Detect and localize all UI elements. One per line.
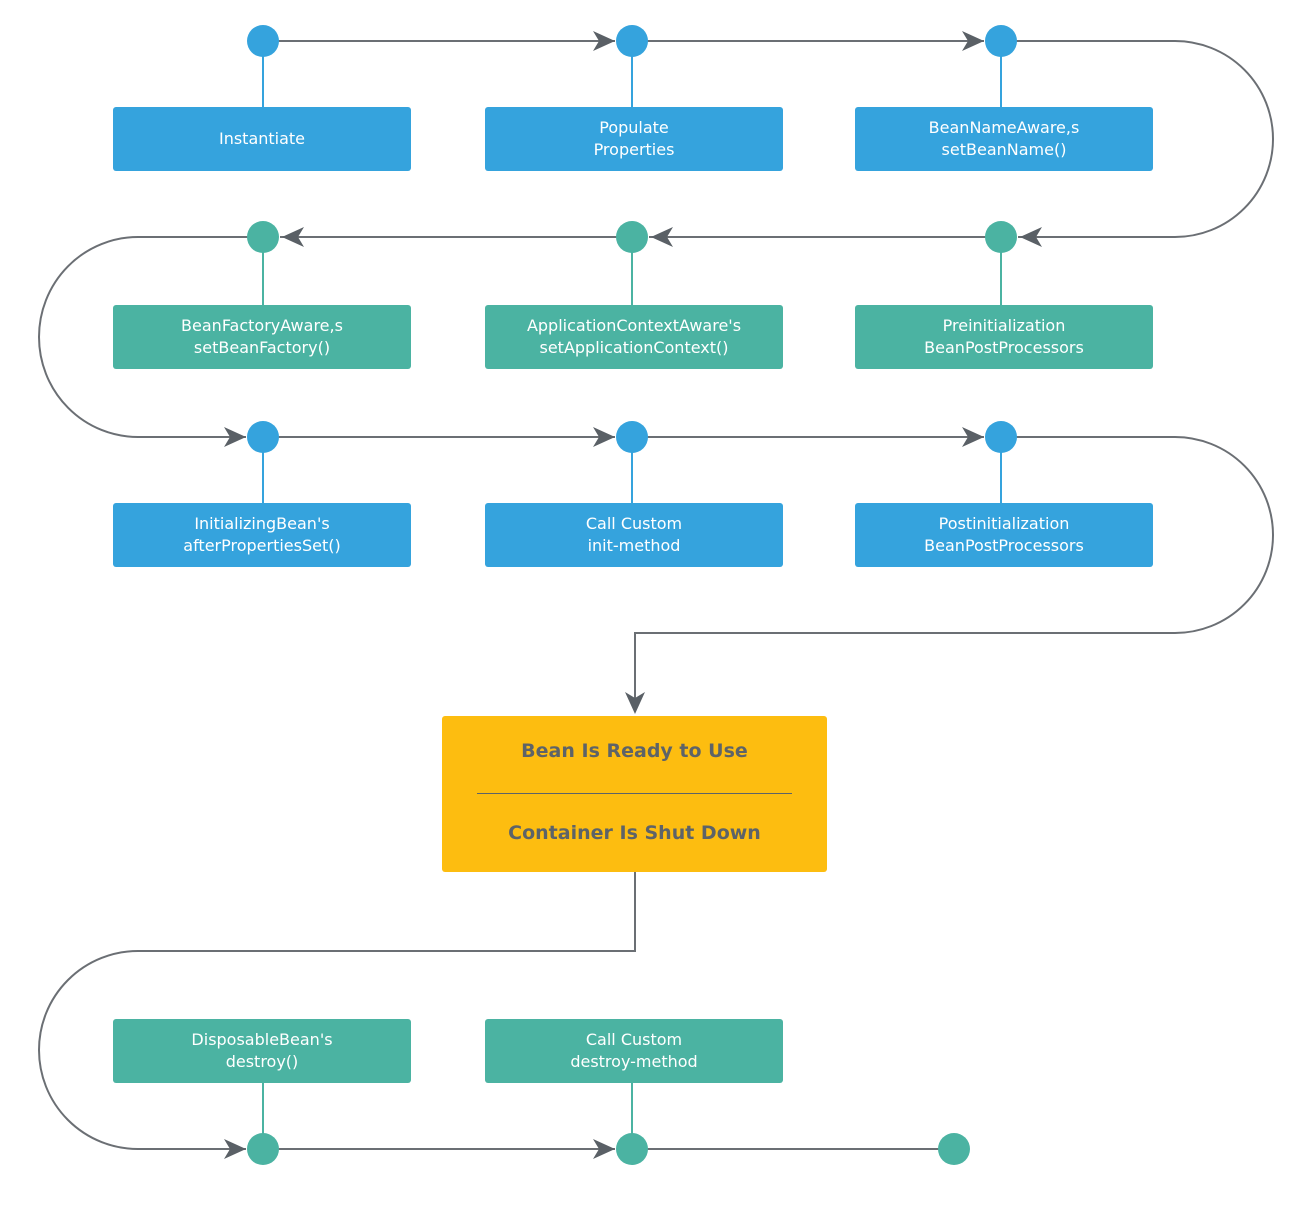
connector-curve-left-1 [38,236,263,438]
step-preinitialization: Preinitialization BeanPostProcessors [855,305,1153,369]
step-bean-name-aware-line-2: setBeanName() [941,140,1067,159]
step-populate-properties: Populate Properties [485,107,783,171]
flow-nodes [247,25,1017,1165]
node-disposable-bean [247,1133,279,1165]
node-initializing-bean [247,421,279,453]
step-disposable-bean-line-2: destroy() [225,1052,299,1071]
ready-box-divider [477,793,792,794]
step-instantiate-line-1: Instantiate [218,129,306,148]
node-instantiate [247,25,279,57]
step-populate-properties-line-2: Properties [593,140,675,159]
arrow-row1-b [962,31,984,51]
step-initializing-bean-line-1: InitializingBean's [194,514,330,533]
node-postinitialization [985,421,1017,453]
arrow-ready-box [625,692,645,714]
step-populate-properties-line-1: Populate [599,118,669,137]
node-populate [616,25,648,57]
step-postinitialization-line-2: BeanPostProcessors [924,536,1084,555]
step-disposable-bean-line-1: DisposableBean's [191,1030,333,1049]
step-instantiate: Instantiate [113,107,411,171]
step-application-context-aware-line-2: setApplicationContext() [539,338,729,357]
connector-curve-right-1 [1001,40,1274,238]
connector-lines [38,31,1274,1159]
arrow-row4-b [593,1139,615,1159]
node-bean-name-aware [985,25,1017,57]
arrow-row2-a [1020,227,1042,247]
connector-curve-left-2 [38,872,636,1150]
step-application-context-aware-line-1: ApplicationContextAware's [526,316,742,335]
node-end [938,1133,970,1165]
step-bean-name-aware: BeanNameAware,s setBeanName() [855,107,1153,171]
step-custom-init-method-line-1: Call Custom [585,514,683,533]
bean-ready-box: Bean Is Ready to Use Container Is Shut D… [442,716,827,872]
container-shutdown-label: Container Is Shut Down [508,822,761,844]
arrow-row2-c [282,227,304,247]
step-application-context-aware: ApplicationContextAware's setApplication… [485,305,783,369]
step-postinitialization: Postinitialization BeanPostProcessors [855,503,1153,567]
bean-ready-label: Bean Is Ready to Use [521,740,748,762]
step-custom-init-method: Call Custom init-method [485,503,783,567]
arrow-row3-a [224,427,246,447]
step-bean-factory-aware-line-2: setBeanFactory() [193,338,331,357]
arrow-row1-a [593,31,615,51]
step-initializing-bean-line-2: afterPropertiesSet() [183,536,341,555]
node-preinitialization [985,221,1017,253]
step-bean-name-aware-line-1: BeanNameAware,s [928,118,1080,137]
step-custom-destroy-method-line-2: destroy-method [570,1052,698,1071]
arrow-row3-c [962,427,984,447]
step-initializing-bean: InitializingBean's afterPropertiesSet() [113,503,411,567]
node-custom-destroy [616,1133,648,1165]
step-disposable-bean: DisposableBean's destroy() [113,1019,411,1083]
step-bean-factory-aware: BeanFactoryAware,s setBeanFactory() [113,305,411,369]
step-custom-destroy-method-line-1: Call Custom [585,1030,683,1049]
step-custom-init-method-line-2: init-method [587,536,681,555]
connector-curve-right-2 [634,436,1274,712]
step-preinitialization-line-1: Preinitialization [942,316,1066,335]
step-postinitialization-line-1: Postinitialization [938,514,1070,533]
step-custom-destroy-method: Call Custom destroy-method [485,1019,783,1083]
node-bean-factory-aware [247,221,279,253]
arrow-row3-b [593,427,615,447]
arrow-row4-a [224,1139,246,1159]
arrow-row2-b [651,227,673,247]
node-application-context-aware [616,221,648,253]
node-stems [262,41,1002,1149]
step-bean-factory-aware-line-1: BeanFactoryAware,s [181,316,343,335]
node-custom-init [616,421,648,453]
step-preinitialization-line-2: BeanPostProcessors [924,338,1084,357]
